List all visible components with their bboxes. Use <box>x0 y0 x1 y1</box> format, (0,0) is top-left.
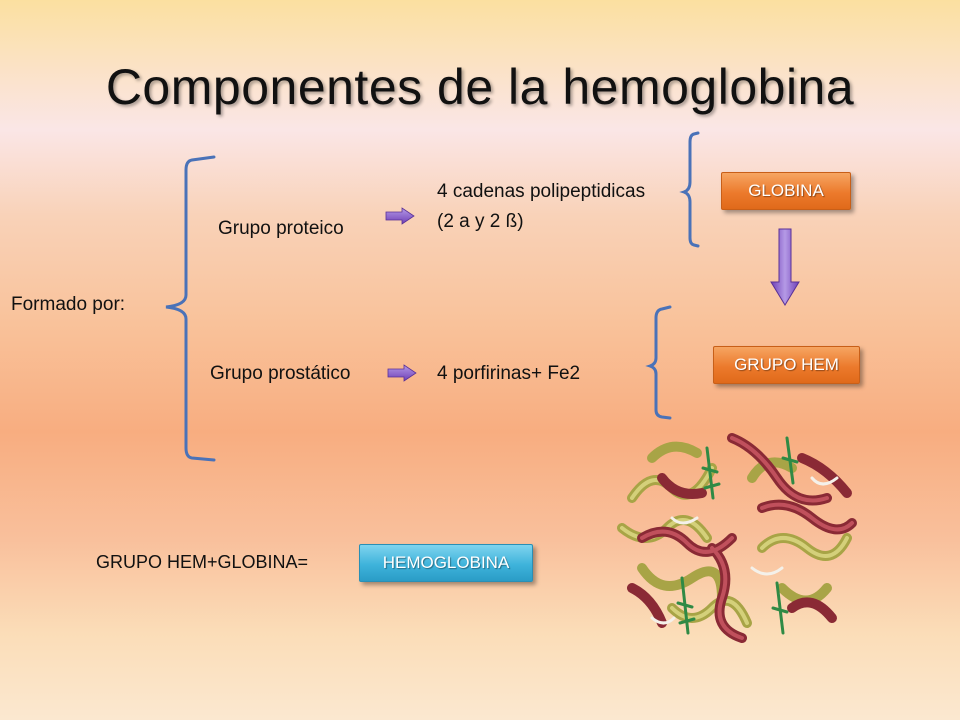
formado-por-label: Formado por: <box>11 294 126 315</box>
grupo-proteico-label: Grupo proteico <box>218 218 344 239</box>
right-arrow-icon <box>385 207 415 225</box>
porfirinas-label: 4 porfirinas+ Fe2 <box>437 363 581 384</box>
hemoglobina-box: HEMOGLOBINA <box>359 544 533 582</box>
cadenas-line1: 4 cadenas polipeptidicas <box>437 181 646 202</box>
globina-bracket <box>679 131 700 248</box>
cadenas-line2: (2 a y 2 ß) <box>437 211 524 232</box>
right-arrow-icon <box>387 364 417 382</box>
down-arrow-icon <box>770 228 800 306</box>
hem-bracket <box>645 305 672 420</box>
grupo-prostatico-label: Grupo prostático <box>210 363 351 384</box>
hemoglobin-molecule-image <box>617 433 857 643</box>
globina-box: GLOBINA <box>721 172 851 210</box>
main-bracket <box>165 155 216 462</box>
slide-title: Componentes de la hemoglobina <box>105 59 855 115</box>
grupo-hem-box: GRUPO HEM <box>713 346 860 384</box>
formula-label: GRUPO HEM+GLOBINA= <box>96 552 309 572</box>
